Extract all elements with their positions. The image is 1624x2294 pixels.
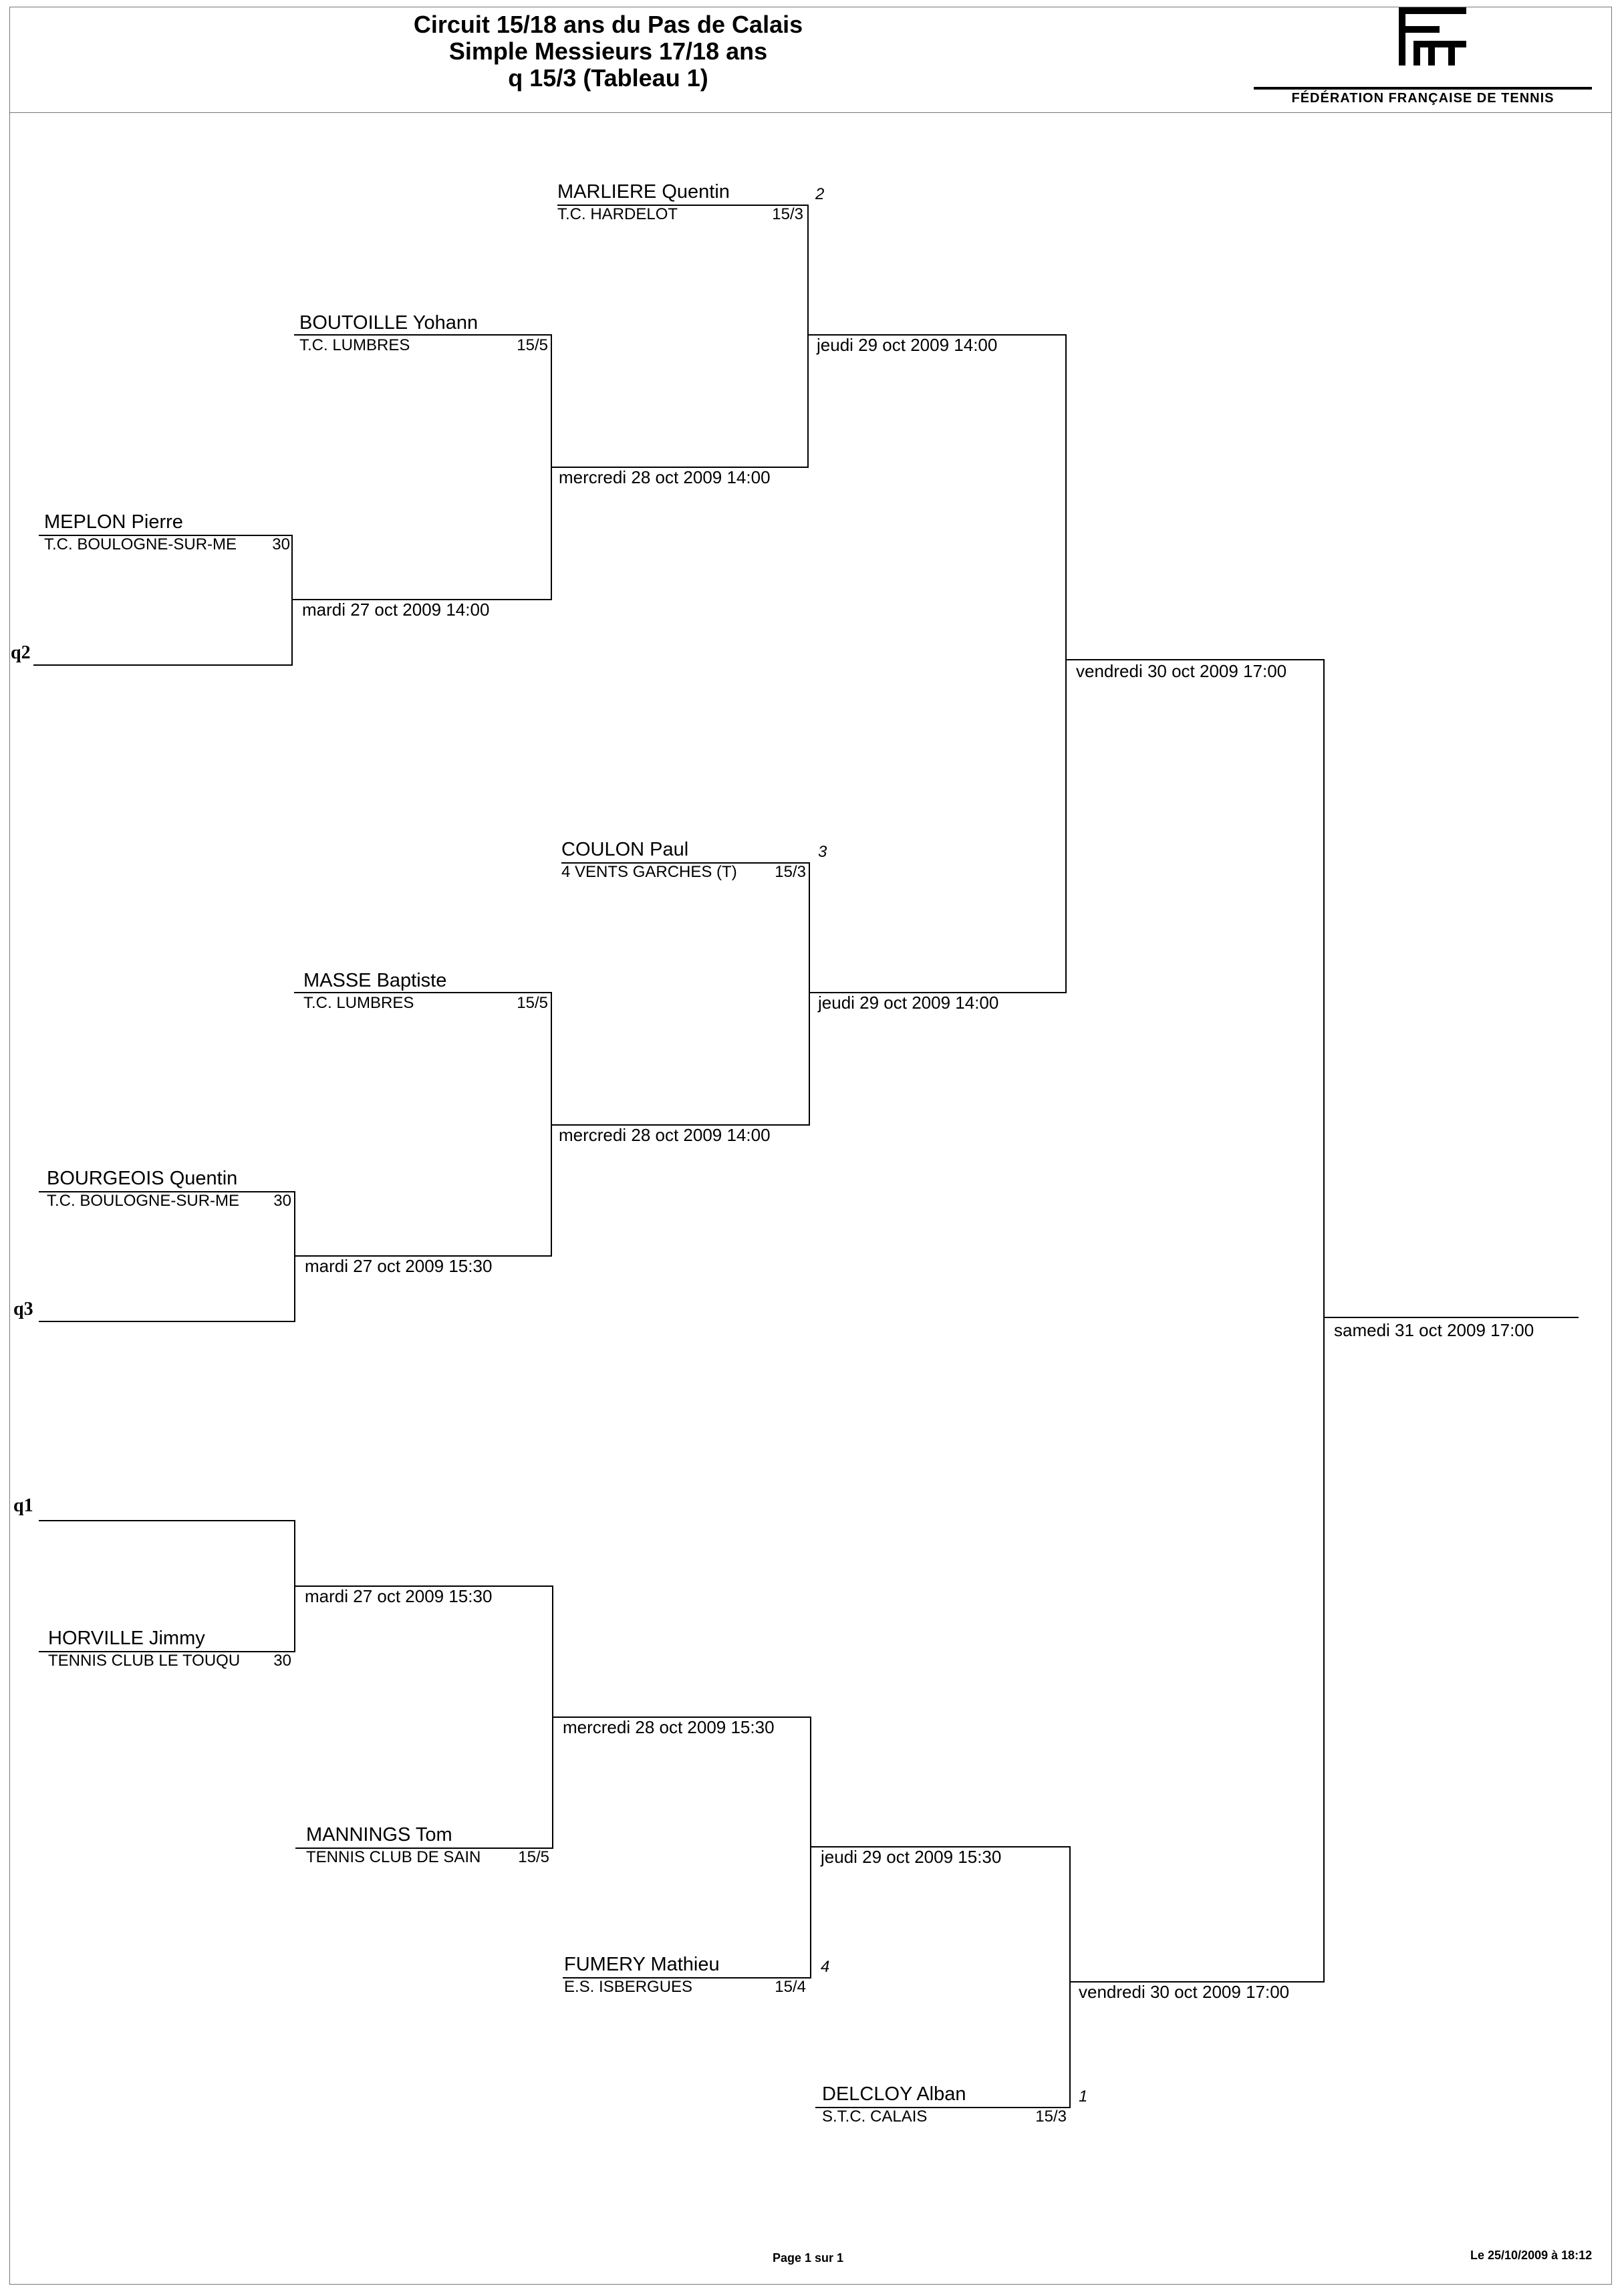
player-rank-marliere: 15/3 xyxy=(772,205,803,223)
match-line-r2-1 xyxy=(552,467,809,468)
connector-boutoille-r1 xyxy=(551,334,552,599)
entry-line-fumery xyxy=(563,1977,811,1979)
match-line-sf1 xyxy=(1067,659,1325,660)
player-club-coulon: 4 VENTS GARCHES (T) xyxy=(561,863,737,881)
match-line-qf2 xyxy=(810,992,1067,993)
fft-logo-icon xyxy=(1399,7,1466,66)
player-rank-fumery: 15/4 xyxy=(775,1978,806,1996)
player-rank-delcloy: 15/3 xyxy=(1035,2108,1067,2126)
player-club-delcloy: S.T.C. CALAIS xyxy=(822,2108,928,2126)
title-line-3: q 15/3 (Tableau 1) xyxy=(508,64,708,92)
player-seed-marliere: 2 xyxy=(815,185,825,203)
match-date-r1-1: mardi 27 oct 2009 14:00 xyxy=(302,600,490,620)
federation-underline xyxy=(1254,87,1592,90)
match-line-final xyxy=(1325,1317,1579,1318)
player-club-masse: T.C. LUMBRES xyxy=(303,994,414,1012)
player-name-marliere: MARLIERE Quentin xyxy=(557,181,730,203)
connector-qf1-qf2 xyxy=(1065,334,1067,992)
match-line-r1-2 xyxy=(295,1255,552,1257)
player-rank-bourgeois: 30 xyxy=(273,1192,291,1210)
player-name-boutoille: BOUTOILLE Yohann xyxy=(299,312,479,334)
player-club-fumery: E.S. ISBERGUES xyxy=(564,1978,693,1996)
entry-line-mannings xyxy=(295,1847,553,1849)
connector-meplon-q2 xyxy=(291,535,293,664)
footer-page-number: Page 1 sur 1 xyxy=(773,2251,844,2265)
match-date-r2-1: mercredi 28 oct 2009 14:00 xyxy=(559,467,771,487)
qualifier-label-q3: q3 xyxy=(13,1299,33,1319)
connector-coulon-r2 xyxy=(809,862,810,1124)
connector-bourgeois-q3 xyxy=(294,1191,295,1321)
player-rank-horville: 30 xyxy=(273,1652,291,1670)
match-date-sf1: vendredi 30 oct 2009 17:00 xyxy=(1076,661,1287,681)
player-name-mannings: MANNINGS Tom xyxy=(306,1824,452,1845)
player-name-masse: MASSE Baptiste xyxy=(303,970,447,991)
entry-line-marliere xyxy=(557,205,809,206)
player-name-bourgeois: BOURGEOIS Quentin xyxy=(47,1168,238,1189)
player-name-delcloy: DELCLOY Alban xyxy=(822,2083,966,2105)
player-seed-coulon: 3 xyxy=(818,843,827,861)
match-date-qf1: jeudi 29 oct 2009 14:00 xyxy=(817,335,998,355)
title-line-1: Circuit 15/18 ans du Pas de Calais xyxy=(413,11,803,38)
page-frame xyxy=(9,7,1612,2285)
title-line-2: Simple Messieurs 17/18 ans xyxy=(448,37,768,65)
connector-r2-fumery xyxy=(810,1716,811,1977)
entry-line-q2 xyxy=(33,664,293,666)
entry-line-meplon xyxy=(39,535,293,536)
player-name-fumery: FUMERY Mathieu xyxy=(564,1954,720,1975)
connector-marliere-r2 xyxy=(807,205,809,467)
entry-line-delcloy xyxy=(815,2107,1071,2108)
entry-line-q1 xyxy=(39,1520,295,1521)
player-name-horville: HORVILLE Jimmy xyxy=(48,1628,205,1649)
player-name-coulon: COULON Paul xyxy=(561,839,689,860)
match-line-qf1 xyxy=(809,334,1067,336)
player-seed-fumery: 4 xyxy=(821,1958,830,1976)
player-club-bourgeois: T.C. BOULOGNE-SUR-ME xyxy=(47,1192,240,1210)
player-rank-boutoille: 15/5 xyxy=(517,336,548,354)
match-date-sf2: vendredi 30 oct 2009 17:00 xyxy=(1079,1982,1290,2002)
entry-line-boutoille xyxy=(294,334,552,336)
match-line-r2-3 xyxy=(553,1716,811,1718)
player-rank-masse: 15/5 xyxy=(517,994,548,1012)
match-line-sf2 xyxy=(1071,1981,1325,1983)
player-club-horville: TENNIS CLUB LE TOUQU xyxy=(48,1652,241,1670)
player-rank-coulon: 15/3 xyxy=(775,863,806,881)
match-line-r2-2 xyxy=(552,1124,810,1126)
connector-r1-mannings xyxy=(552,1585,553,1847)
header-separator xyxy=(9,112,1612,113)
player-name-meplon: MEPLON Pierre xyxy=(44,511,183,533)
player-rank-mannings: 15/5 xyxy=(518,1848,549,1866)
match-date-qf2: jeudi 29 oct 2009 14:00 xyxy=(818,993,999,1013)
match-date-r1-2: mardi 27 oct 2009 15:30 xyxy=(305,1256,493,1276)
connector-qf3-delcloy xyxy=(1069,1846,1071,2107)
match-date-r2-3: mercredi 28 oct 2009 15:30 xyxy=(563,1717,775,1737)
connector-sf1-sf2 xyxy=(1323,659,1325,1981)
federation-name: FÉDÉRATION FRANÇAISE DE TENNIS xyxy=(1291,91,1554,106)
match-date-final: samedi 31 oct 2009 17:00 xyxy=(1334,1320,1534,1340)
entry-line-masse xyxy=(294,992,552,993)
qualifier-label-q1: q1 xyxy=(13,1495,33,1516)
entry-line-coulon xyxy=(561,862,810,864)
match-line-r1-1 xyxy=(293,599,552,600)
player-seed-delcloy: 1 xyxy=(1079,2087,1088,2106)
match-line-r1-3 xyxy=(295,1585,553,1587)
player-club-boutoille: T.C. LUMBRES xyxy=(299,336,410,354)
qualifier-label-q2: q2 xyxy=(11,642,31,663)
match-date-qf3: jeudi 29 oct 2009 15:30 xyxy=(821,1847,1002,1867)
connector-masse-r1 xyxy=(551,992,552,1255)
match-line-qf3 xyxy=(811,1846,1071,1847)
match-date-r2-2: mercredi 28 oct 2009 14:00 xyxy=(559,1125,771,1145)
player-club-mannings: TENNIS CLUB DE SAIN xyxy=(306,1848,481,1866)
entry-line-bourgeois xyxy=(39,1191,295,1192)
connector-q1-horville xyxy=(294,1520,295,1651)
player-club-meplon: T.C. BOULOGNE-SUR-ME xyxy=(44,535,237,553)
player-club-marliere: T.C. HARDELOT xyxy=(557,205,678,223)
match-date-r1-3: mardi 27 oct 2009 15:30 xyxy=(305,1586,493,1606)
player-rank-meplon: 30 xyxy=(272,535,290,553)
entry-line-q3 xyxy=(39,1321,295,1322)
entry-line-horville xyxy=(39,1651,295,1652)
footer-print-date: Le 25/10/2009 à 18:12 xyxy=(1470,2249,1593,2262)
